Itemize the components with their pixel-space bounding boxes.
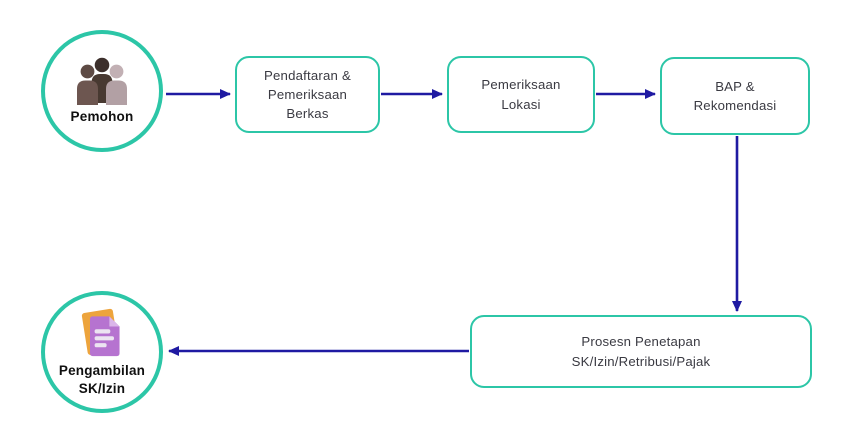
node-proses-penetapan: Prosesn Penetapan SK/Izin/Retribusi/Paja… xyxy=(470,315,812,388)
node-text-line: Pemeriksaan xyxy=(481,77,561,93)
node-pemeriksaan-lokasi: Pemeriksaan Lokasi xyxy=(447,56,595,133)
node-pengambilan-sk-izin: Pengambilan SK/Izin xyxy=(41,291,163,413)
node-bap-rekomendasi: BAP & Rekomendasi xyxy=(660,57,810,135)
node-pendaftaran-berkas: Pendaftaran & Pemeriksaan Berkas xyxy=(235,56,380,133)
people-group-icon xyxy=(77,57,127,105)
node-text-line: Pengambilan xyxy=(58,362,146,378)
node-text-line: SK/Izin xyxy=(78,380,126,396)
node-text-line: Lokasi xyxy=(501,96,541,112)
node-pemohon: Pemohon xyxy=(41,30,163,152)
node-text-line: Pemeriksaan xyxy=(267,86,348,102)
node-text-line: SK/Izin/Retribusi/Pajak xyxy=(571,353,711,369)
node-text-line: Rekomendasi xyxy=(693,98,777,113)
node-text-line: Berkas xyxy=(286,106,329,122)
node-pemohon-label: Pemohon xyxy=(70,108,134,124)
document-icon xyxy=(81,308,120,357)
node-text-line: Pendaftaran & xyxy=(264,67,351,83)
node-text-line: BAP & xyxy=(715,78,755,94)
node-pengambilan-label: Pengambilan SK/Izin xyxy=(59,362,145,397)
node-text-line: Prosesn Penetapan xyxy=(581,334,701,350)
